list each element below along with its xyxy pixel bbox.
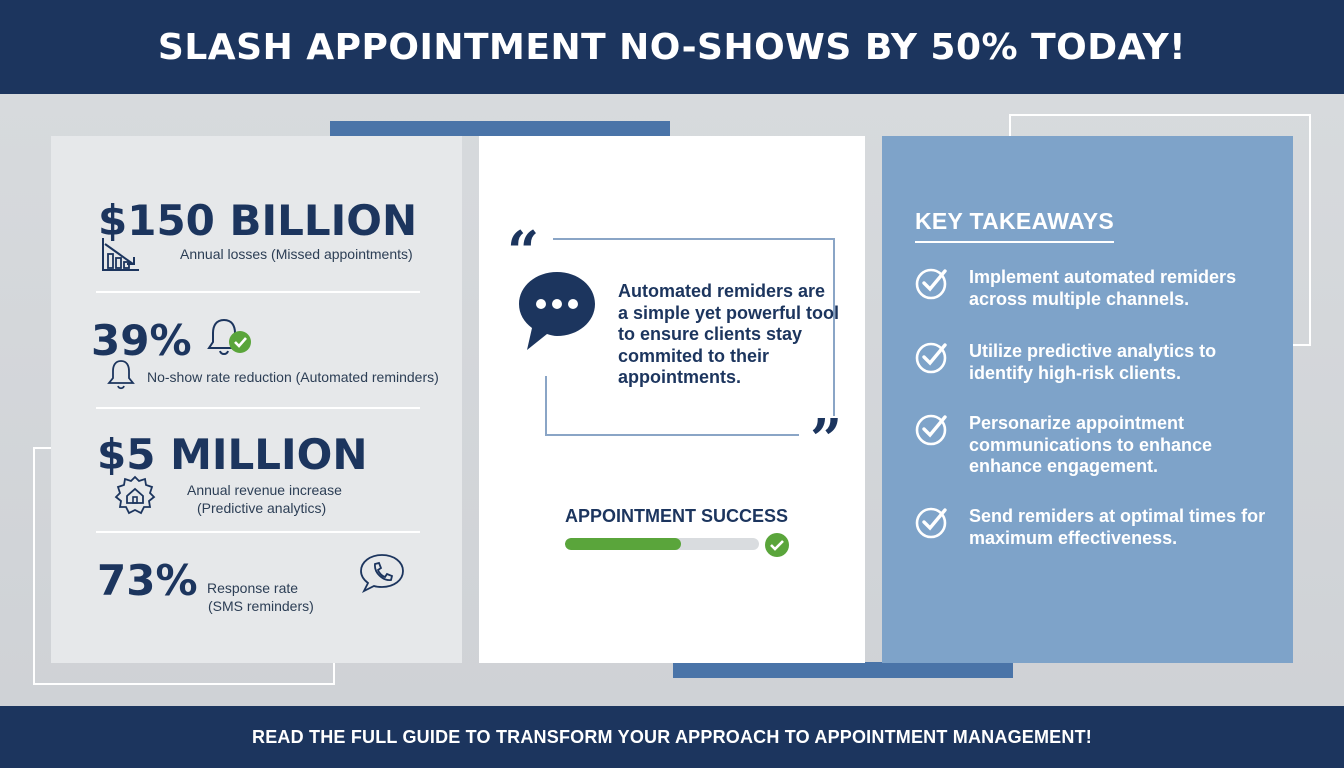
check-circle-icon	[915, 414, 947, 446]
takeaway-text: Personarize appointment communications t…	[969, 413, 1213, 476]
open-quote-mark: “	[507, 219, 540, 285]
chat-bubble-icon	[519, 272, 595, 350]
check-circle-icon	[915, 507, 947, 539]
stat-label: No-show rate reduction (Automated remind…	[147, 369, 439, 385]
takeaway-text: Implement automated remiders across mult…	[969, 267, 1237, 309]
check-circle-icon	[915, 342, 947, 374]
stat-label-line2: (Predictive analytics)	[197, 500, 327, 516]
close-quote-mark: ”	[810, 407, 843, 473]
page-title: SLASH APPOINTMENT NO-SHOWS BY 50% TODAY!	[157, 26, 1187, 68]
takeaway-item: Implement automated remiders across mult…	[914, 267, 1274, 310]
stat-label-line1: Response rate	[207, 580, 299, 596]
stat-divider	[96, 407, 420, 409]
stat-label: Annual losses (Missed appointments)	[180, 246, 413, 262]
stat-value: $150 BILLION	[98, 196, 418, 245]
takeaway-item: Utilize predictive analytics to identify…	[914, 341, 1274, 384]
quote-text: Automated remiders are a simple yet powe…	[618, 281, 840, 387]
takeaways-panel: KEY TAKEAWAYS Implement automated remide…	[882, 136, 1293, 663]
check-icon	[765, 533, 789, 557]
decorative-bar-bottom	[673, 662, 1013, 678]
takeaway-item: Send remiders at optimal times for maxim…	[914, 506, 1274, 549]
chart-down-icon	[102, 238, 139, 271]
footer-cta[interactable]: READ THE FULL GUIDE TO TRANSFORM YOUR AP…	[252, 726, 1092, 747]
success-label: APPOINTMENT SUCCESS	[565, 506, 789, 526]
takeaways-title: KEY TAKEAWAYS	[915, 208, 1115, 243]
decorative-bar-top	[330, 121, 670, 136]
page-footer: READ THE FULL GUIDE TO TRANSFORM YOUR AP…	[0, 706, 1344, 768]
stats-panel: $150 BILLION Annual losses (Missed appoi…	[51, 136, 462, 663]
takeaway-text: Send remiders at optimal times for maxim…	[969, 506, 1266, 548]
takeaway-text: Utilize predictive analytics to identify…	[969, 341, 1217, 383]
success-progress-bar	[565, 538, 759, 550]
bell-icon	[107, 360, 135, 390]
quote-frame-gap	[799, 416, 843, 446]
stat-value: 73%	[97, 556, 198, 605]
takeaway-item: Personarize appointment communications t…	[914, 413, 1274, 478]
gear-house-icon	[114, 475, 156, 515]
success-progress-fill	[565, 538, 682, 550]
bell-check-icon	[207, 318, 251, 355]
stat-label-line1: Annual revenue increase	[187, 482, 342, 498]
stat-divider	[96, 531, 420, 533]
page-header: SLASH APPOINTMENT NO-SHOWS BY 50% TODAY!	[0, 0, 1344, 94]
stat-label-line2: (SMS reminders)	[208, 598, 314, 614]
check-circle-icon	[915, 268, 947, 300]
stat-value: 39%	[91, 316, 192, 365]
stat-divider	[96, 291, 420, 293]
quote-panel: “ ” Automated remiders are a simple yet …	[479, 136, 865, 663]
phone-bubble-icon	[360, 554, 404, 594]
stat-value: $5 MILLION	[97, 430, 368, 479]
